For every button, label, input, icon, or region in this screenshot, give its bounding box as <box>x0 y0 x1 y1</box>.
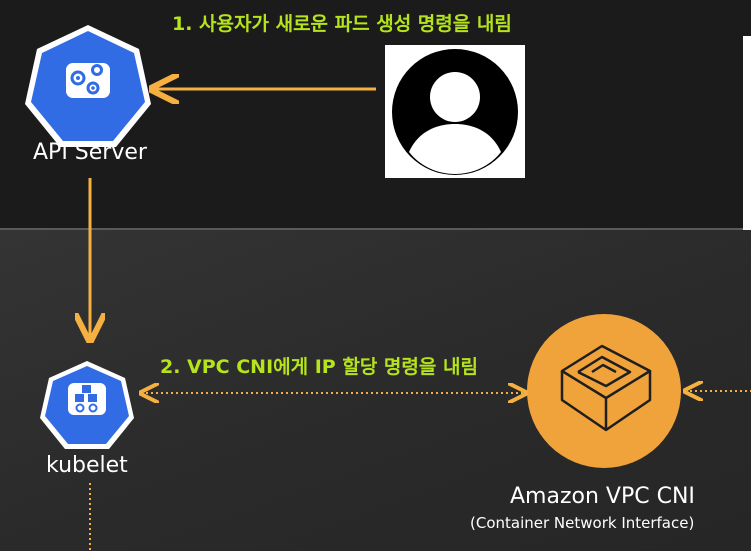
vpc-cni-icon <box>527 314 681 468</box>
vpc-cni-sublabel: (Container Network Interface) <box>470 514 695 532</box>
kubernetes-kubelet-icon <box>40 361 134 449</box>
step-2-label: 2. VPC CNI에게 IP 할당 명령을 내림 <box>160 356 478 378</box>
kubernetes-api-server-icon <box>25 25 151 147</box>
vpc-cni-label: Amazon VPC CNI <box>510 484 695 509</box>
edge-strip <box>743 36 751 230</box>
step-1-label: 1. 사용자가 새로운 파드 생성 명령을 내림 <box>172 13 512 35</box>
user-avatar-icon <box>385 45 525 178</box>
kubelet-label: kubelet <box>46 453 128 478</box>
api-server-label: API Server <box>33 140 147 165</box>
panel-divider <box>0 228 751 230</box>
